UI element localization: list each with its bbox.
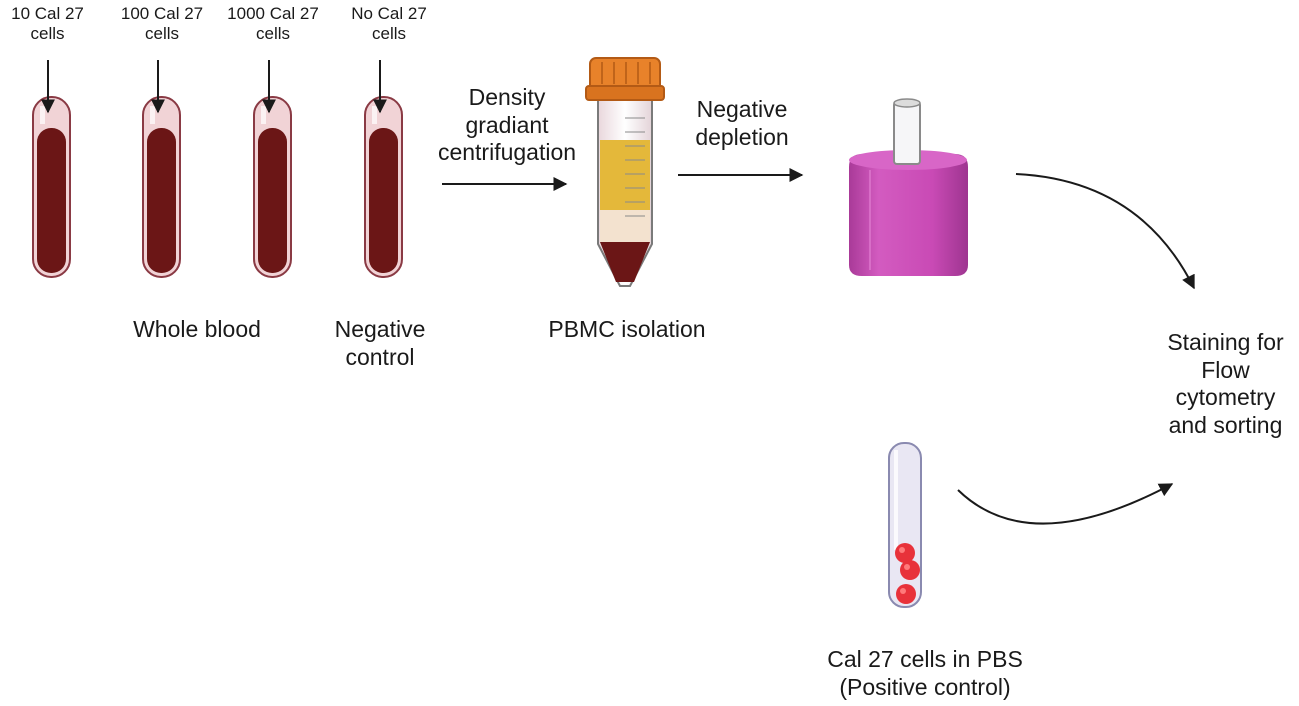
arrow-to-staining-top (1015, 173, 1195, 290)
blood-tube-4 (364, 60, 403, 278)
pbmc-isolation-label: PBMC isolation (548, 316, 706, 342)
whole-blood-label: Whole blood (133, 316, 261, 342)
blood-tube-1 (32, 60, 71, 278)
falcon-tube-icon (585, 57, 665, 287)
blood-tube-2 (142, 60, 181, 278)
arrow-to-staining-bottom (957, 483, 1174, 525)
blood-tube-3 (253, 60, 292, 278)
positive-control-label: Cal 27 cells in PBS(Positive control) (827, 646, 1023, 700)
cancer-cell-icon (895, 543, 920, 604)
positive-control-tube-icon (888, 442, 922, 608)
magnet-separator-icon (849, 98, 968, 276)
